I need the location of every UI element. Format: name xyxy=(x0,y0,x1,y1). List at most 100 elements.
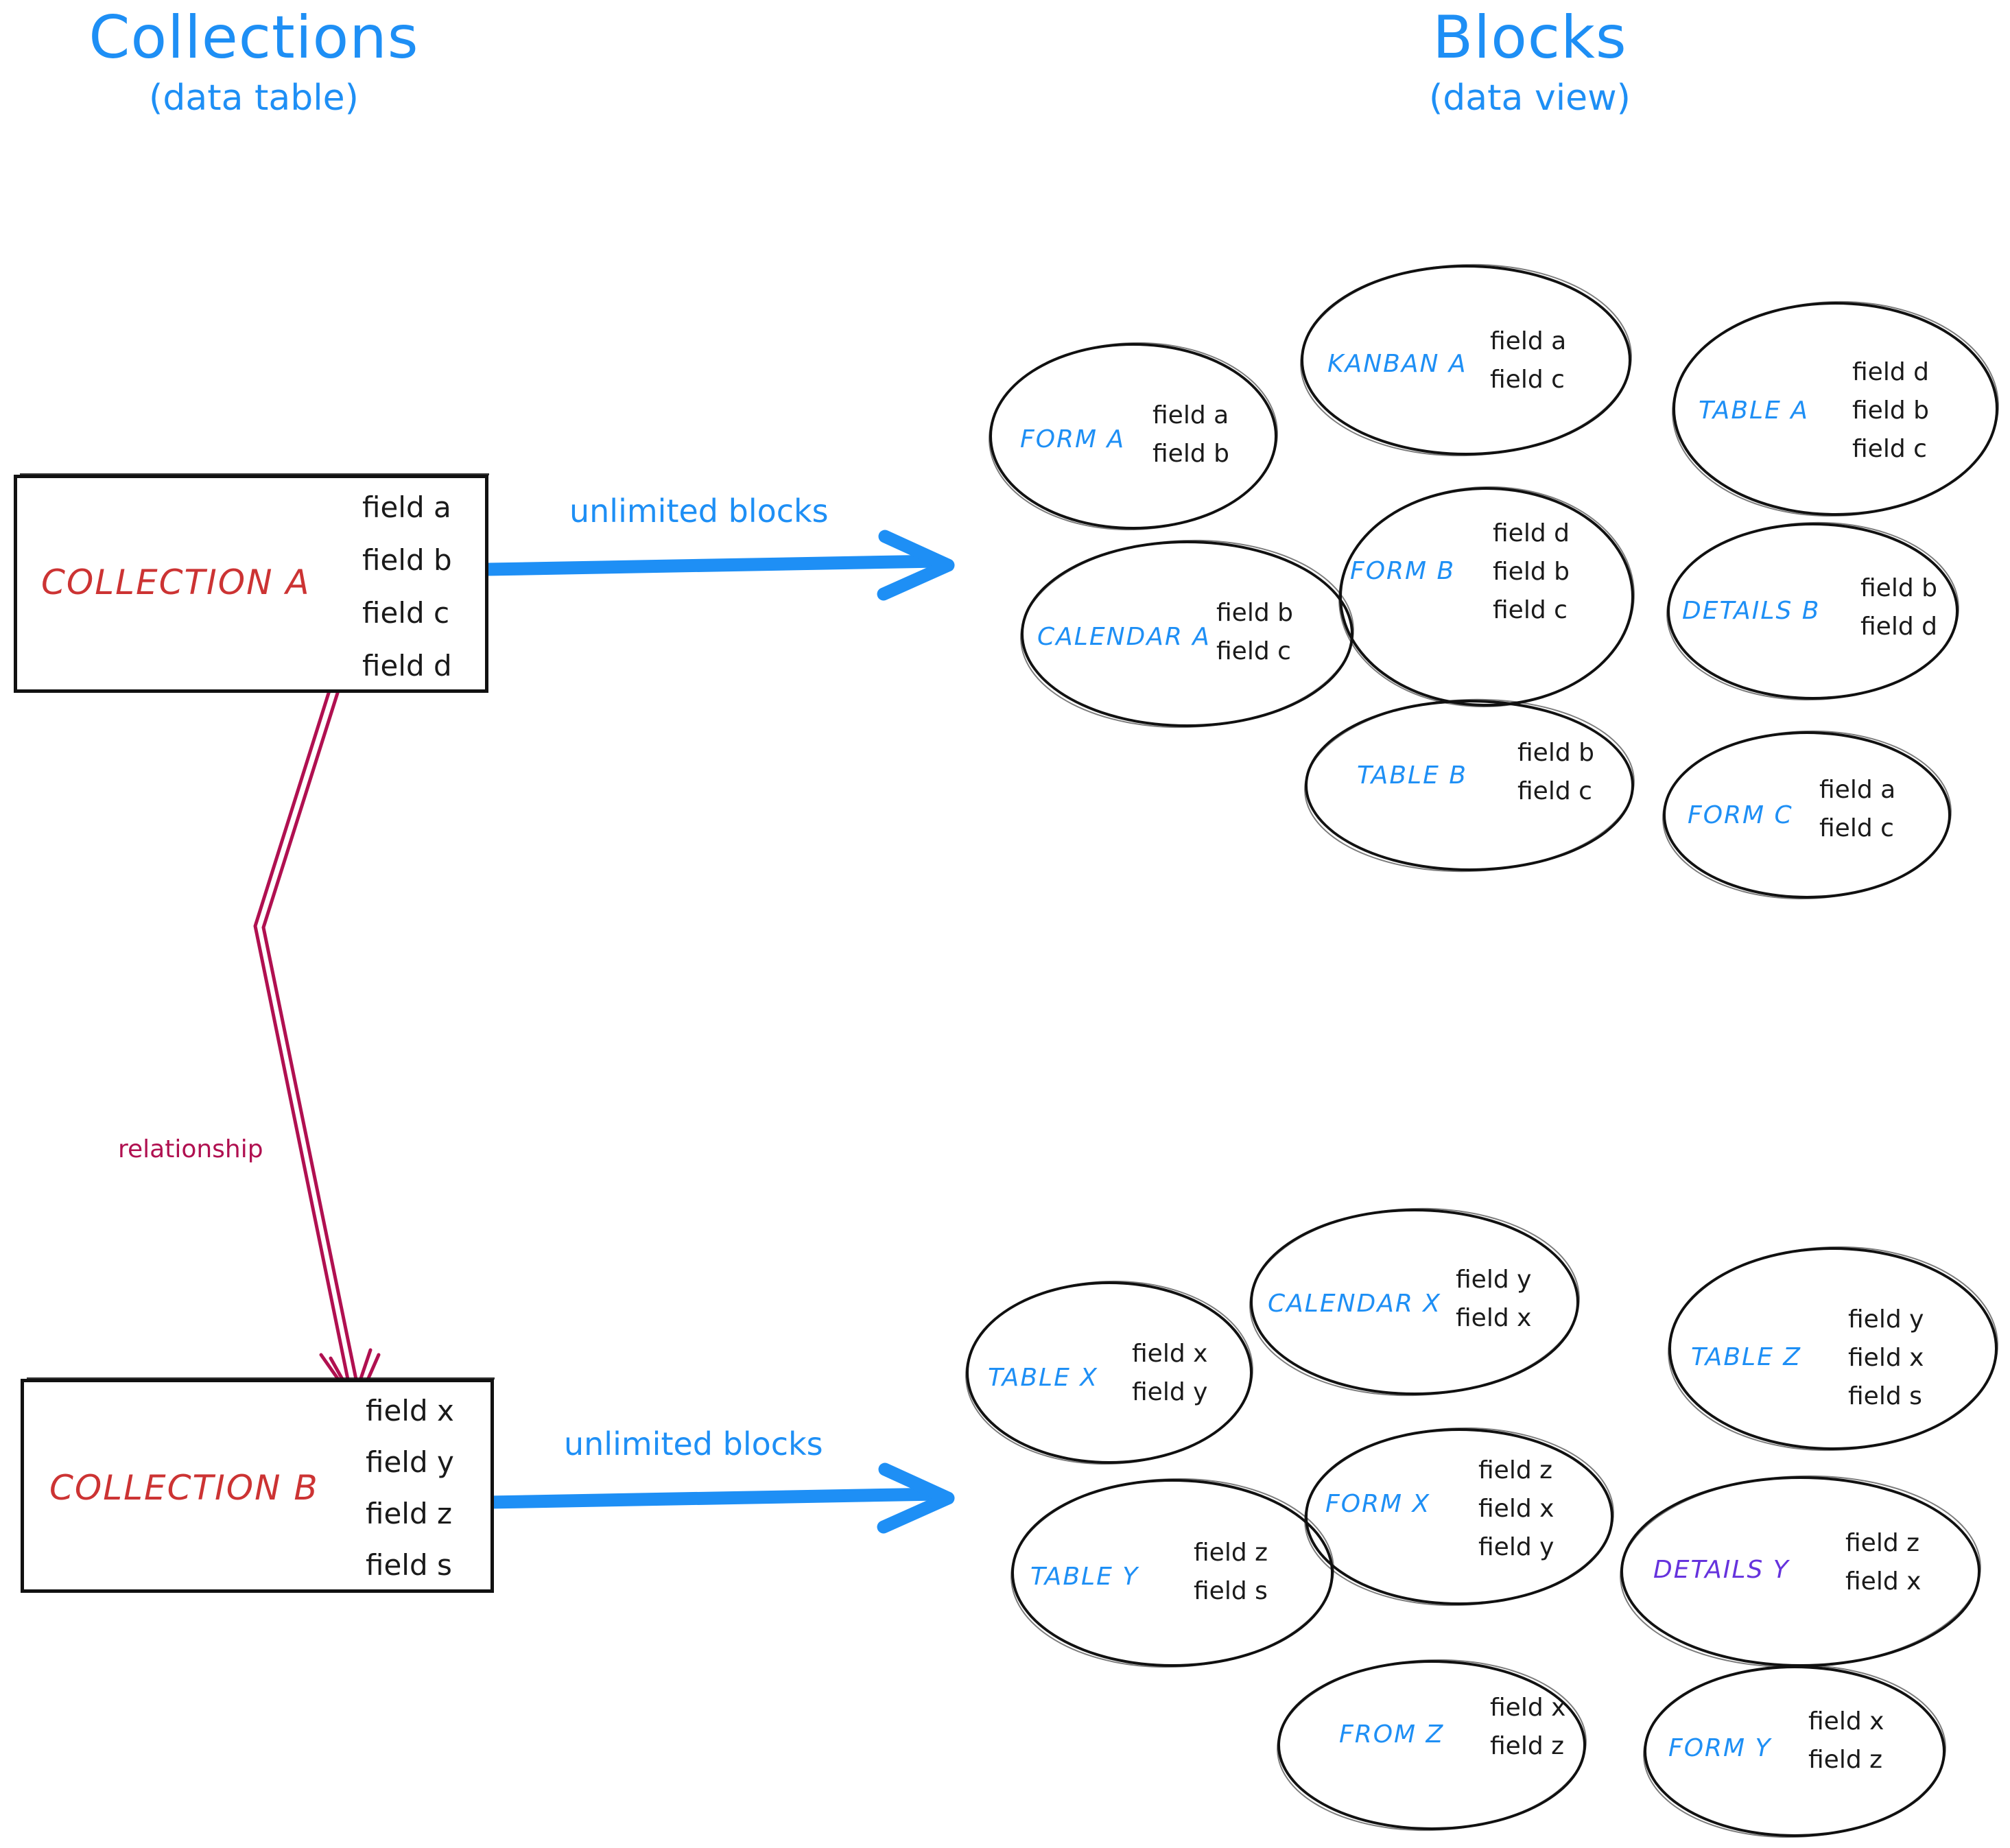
block-table-y-fields: field z field s xyxy=(1194,1534,1268,1611)
block-field: field c xyxy=(1819,814,1894,842)
block-table-z-fields: field y field x field s xyxy=(1848,1301,1924,1415)
block-form-x-name: FORM X xyxy=(1325,1490,1431,1518)
collection-b-field-2: field z xyxy=(366,1497,453,1530)
block-field: field y xyxy=(1456,1266,1532,1294)
block-field: field z xyxy=(1194,1539,1268,1567)
block-details-b-name: DETAILS B xyxy=(1682,597,1821,625)
block-field: field b xyxy=(1852,396,1929,425)
block-field: field d xyxy=(1852,358,1929,386)
block-form-y-name: FORM Y xyxy=(1668,1734,1772,1762)
block-form-y-fields: field x field z xyxy=(1808,1703,1884,1779)
heading-blocks-subtitle: (data view) xyxy=(1429,78,1631,119)
collection-a-fields: field a field b field c field d xyxy=(362,490,452,683)
heading-collections-subtitle: (data table) xyxy=(149,78,359,119)
collection-a-name: COLLECTION A xyxy=(41,562,311,602)
collection-b-name: COLLECTION B xyxy=(49,1468,319,1508)
block-field: field z xyxy=(1490,1731,1565,1760)
block-table-x[interactable] xyxy=(966,1281,1253,1464)
unlimited-blocks-arrow-a xyxy=(482,530,955,601)
block-form-c-name: FORM C xyxy=(1688,801,1793,829)
block-field: field b xyxy=(1216,599,1293,627)
block-form-a[interactable] xyxy=(989,343,1277,530)
block-calendar-x[interactable] xyxy=(1250,1209,1579,1395)
collection-box-b[interactable] xyxy=(21,1377,495,1593)
block-table-z[interactable] xyxy=(1668,1247,1998,1450)
unlimited-blocks-label-a: unlimited blocks xyxy=(569,493,829,530)
block-field: field y xyxy=(1848,1305,1924,1334)
block-details-y-name: DETAILS Y xyxy=(1653,1556,1790,1584)
block-field: field s xyxy=(1848,1382,1922,1410)
block-field: field x xyxy=(1845,1567,1922,1596)
collection-a-field-3: field d xyxy=(362,649,452,683)
block-form-x[interactable] xyxy=(1305,1428,1613,1605)
block-table-b-fields: field b field c xyxy=(1517,734,1594,811)
relationship-label: relationship xyxy=(118,1135,263,1163)
block-field: field x xyxy=(1132,1340,1208,1368)
box-top-shadow xyxy=(20,473,489,475)
block-from-z[interactable] xyxy=(1277,1660,1586,1830)
block-form-y[interactable] xyxy=(1644,1666,1946,1837)
block-form-c-fields: field a field c xyxy=(1819,771,1895,848)
block-field: field y xyxy=(1478,1532,1554,1561)
block-field: field x xyxy=(1490,1694,1566,1722)
collection-a-field-0: field a xyxy=(362,490,451,524)
block-from-z-name: FROM Z xyxy=(1339,1720,1445,1749)
block-form-b-fields: field d field b field c xyxy=(1493,514,1570,629)
block-field: field x xyxy=(1478,1494,1554,1523)
collection-b-fields: field x field y field z field s xyxy=(366,1394,454,1582)
block-field: field y xyxy=(1132,1377,1208,1406)
block-form-c[interactable] xyxy=(1663,731,1951,899)
block-table-x-fields: field x field y xyxy=(1132,1335,1207,1412)
unlimited-blocks-label-b: unlimited blocks xyxy=(564,1425,823,1462)
block-form-b[interactable] xyxy=(1339,487,1634,707)
block-from-z-fields: field x field z xyxy=(1490,1689,1565,1766)
block-field: field b xyxy=(1493,557,1570,586)
block-table-x-name: TABLE X xyxy=(988,1364,1098,1392)
block-form-a-fields: field a field b xyxy=(1152,396,1229,473)
block-field: field d xyxy=(1493,519,1570,547)
block-details-b-fields: field b field d xyxy=(1860,569,1937,646)
heading-collections-title: Collections xyxy=(88,3,419,72)
block-field: field d xyxy=(1860,612,1937,641)
block-form-a-name: FORM A xyxy=(1020,425,1126,453)
block-kanban-a[interactable] xyxy=(1301,265,1631,455)
block-table-b[interactable] xyxy=(1305,700,1634,871)
block-field: field z xyxy=(1845,1529,1920,1557)
block-field: field a xyxy=(1819,776,1896,804)
block-field: field b xyxy=(1860,574,1937,602)
block-field: field z xyxy=(1478,1456,1553,1484)
block-field: field x xyxy=(1456,1303,1532,1332)
block-kanban-a-fields: field a field c xyxy=(1490,322,1566,399)
block-field: field x xyxy=(1848,1343,1924,1372)
block-calendar-a-fields: field b field c xyxy=(1216,594,1293,671)
block-form-b-name: FORM B xyxy=(1350,557,1456,585)
block-table-b-name: TABLE B xyxy=(1357,761,1467,790)
block-details-b[interactable] xyxy=(1667,523,1959,700)
block-table-y[interactable] xyxy=(1011,1479,1334,1667)
block-field: field c xyxy=(1517,777,1592,805)
relationship-arrow xyxy=(253,674,381,1409)
block-field: field s xyxy=(1194,1576,1268,1605)
heading-blocks-title: Blocks xyxy=(1432,3,1627,72)
block-field: field a xyxy=(1152,401,1229,429)
block-table-z-name: TABLE Z xyxy=(1691,1343,1801,1371)
block-calendar-x-fields: field y field x xyxy=(1456,1261,1531,1338)
block-table-y-name: TABLE Y xyxy=(1030,1563,1139,1591)
box-top-shadow xyxy=(27,1377,495,1379)
block-table-a-name: TABLE A xyxy=(1699,396,1809,425)
collection-b-field-3: field s xyxy=(366,1548,452,1582)
block-details-y-fields: field z field x xyxy=(1845,1524,1921,1601)
block-field: field c xyxy=(1490,365,1565,394)
block-form-x-fields: field z field x field y xyxy=(1478,1452,1554,1566)
unlimited-blocks-arrow-b xyxy=(482,1462,955,1534)
collection-b-field-1: field y xyxy=(366,1445,454,1479)
block-table-a-fields: field d field b field c xyxy=(1852,353,1929,468)
block-field: field a xyxy=(1490,327,1567,355)
block-field: field x xyxy=(1808,1707,1884,1736)
block-kanban-a-name: KANBAN A xyxy=(1327,350,1467,378)
collection-box-a[interactable] xyxy=(14,473,489,693)
block-table-a[interactable] xyxy=(1672,302,1998,516)
block-field: field b xyxy=(1517,739,1594,767)
